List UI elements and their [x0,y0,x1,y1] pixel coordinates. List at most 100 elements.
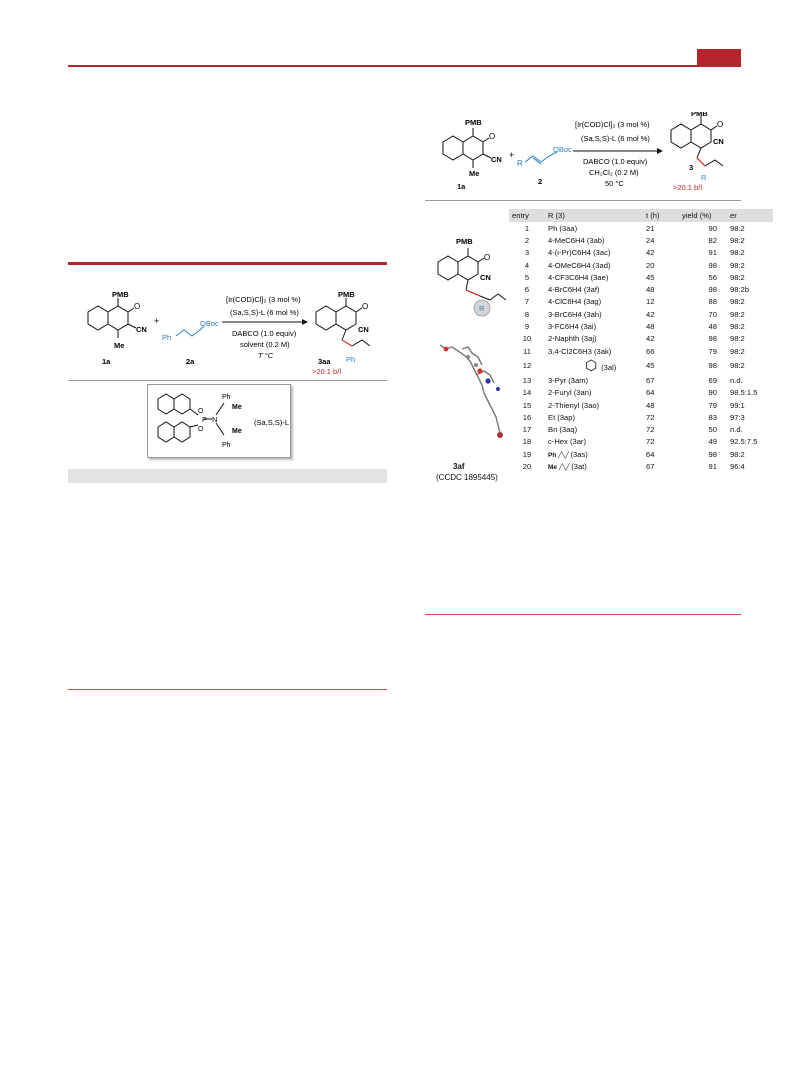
table-cell-time: 66 [646,346,655,356]
selectivity-left: >20:1 b/l [312,367,341,376]
substituent-prefix: Ph [548,451,557,459]
left-o: O [134,302,140,311]
table-cell-entry: 19 [522,449,532,459]
header-entry: entry [509,209,545,222]
table-cell-yield: 98 [708,361,717,371]
table-cell-r: 2-Thienyl (3ao) [548,400,600,410]
table-cell-er: 98:2 [730,297,745,307]
ligand-p: P [202,415,207,424]
table-cell-er: 98:2 [730,260,745,270]
table-cell-r: 4-CF3C6H4 (3ae) [548,272,609,282]
ligand-me-bottom: Me [232,428,242,435]
left-product-pmb: PMB [338,290,355,299]
table-cell-yield: 82 [708,235,717,245]
ligand-label: (Sa,S,S)-L [254,418,289,427]
product-r: R [701,173,707,182]
alkenyl-zigzag-icon: ╱╲╱ [556,452,571,459]
left-product-o: O [362,302,368,311]
label-2: 2 [538,177,542,186]
table-cell-yield: 98 [708,285,717,295]
left-oboc: OBoc [200,319,219,328]
table-cell-time: 64 [646,388,655,398]
xray-structure-image [439,344,503,438]
table-cell-entry: 18 [522,437,532,447]
left-product-cn: CN [358,325,369,334]
benzodioxole-icon: ⬡ [585,357,602,374]
table-cell-entry: 10 [522,334,532,344]
table-cell-r: Ph ╱╲╱ (3as) [545,448,643,460]
table-cell-yield: 91 [708,248,717,258]
table-cell-entry: 6 [524,285,530,295]
table-cell-r: 3,4-Cl2C6H3 (3ak) [548,346,612,356]
table-cell-entry: 2 [524,235,530,245]
xray-ccdc-label: (CCDC 1895445) [436,473,498,482]
table-cell-time: 64 [646,449,655,459]
table-cell-time: 21 [646,223,655,233]
product-cn: CN [713,137,724,146]
table-cell-er: 98:2 [730,346,745,356]
scheme-right: PMB O CN Me 1a + R OBoc 2 [Ir(COD)Cl]₂ (… [442,112,724,192]
table-cell-r: Me ╱╲╱ (3at) [545,460,643,472]
table-cell-time: 48 [646,322,655,332]
table-cell-er: 92.5:7.5 [730,437,758,447]
generic-pmb: PMB [456,237,473,246]
ligand-me-top: Me [232,404,242,411]
left-pmb: PMB [112,290,129,299]
header-rule [68,65,741,67]
svg-text:O: O [198,426,204,433]
table-cell-r: ⬡ (3al) [545,357,643,374]
table-cell-r: 3-Pyr (3am) [548,375,589,385]
left-label-3aa: 3aa [318,357,331,366]
o-label: O [489,132,495,141]
table-cell-r: c-Hex (3ar) [548,437,586,447]
table-cell-yield: 70 [708,309,717,319]
table-cell-entry: 1 [524,223,530,233]
table-cell-time: 42 [646,309,655,319]
quinolinone-1a-structure [442,128,492,168]
generic-cn: CN [480,273,491,282]
table-cell-entry: 11 [523,346,531,356]
table-cell-er: n.d. [730,375,743,385]
left-cond-base: DABCO (1.0 equiv) [232,329,297,338]
generic-r: R [479,304,485,313]
left-label-1a: 1a [102,357,111,366]
substituent-label: (3al) [601,363,617,373]
table-cell-entry: 3 [524,248,530,258]
table-cell-r: 2-Furyl (3an) [548,388,592,398]
table-cell-yield: 79 [708,346,717,356]
table-cell-r: 3-FC6H4 (3ai) [548,322,597,332]
table-cell-entry: 7 [524,297,530,307]
condition-temp: 50 °C [605,179,624,188]
ligand-box: O O P N Ph Me Me Ph (Sa,S,S)-L [147,384,291,458]
ligand-ph-bottom: Ph [222,442,231,449]
label-1a: 1a [457,182,466,191]
table-cell-entry: 20 [522,461,532,471]
left-label-2a: 2a [186,357,195,366]
alkenyl-zigzag-icon: ╱╲╱ [557,464,572,471]
table-cell-er: 98:2 [730,361,745,371]
table-cell-entry: 9 [524,322,530,332]
left-bottom-rule [68,689,387,690]
condition-base: DABCO (1.0 equiv) [583,157,648,166]
ligand-n: N [212,415,217,424]
table-cell-time: 67 [646,375,655,385]
left-product-ph: Ph [346,355,355,364]
table-cell-r: 4-ClC6H4 (3ag) [548,297,602,307]
header-tab [697,49,741,65]
table-cell-r: 2-Naphth (3aj) [548,334,597,344]
ligand-ph-top: Ph [222,394,231,401]
plus-sign: + [509,150,514,160]
pmb-label: PMB [465,118,482,127]
r-label: R [517,159,523,168]
substituent-label: (3as) [570,449,588,459]
table-cell-entry: 16 [522,412,532,422]
table-cell-entry: 8 [524,309,530,319]
